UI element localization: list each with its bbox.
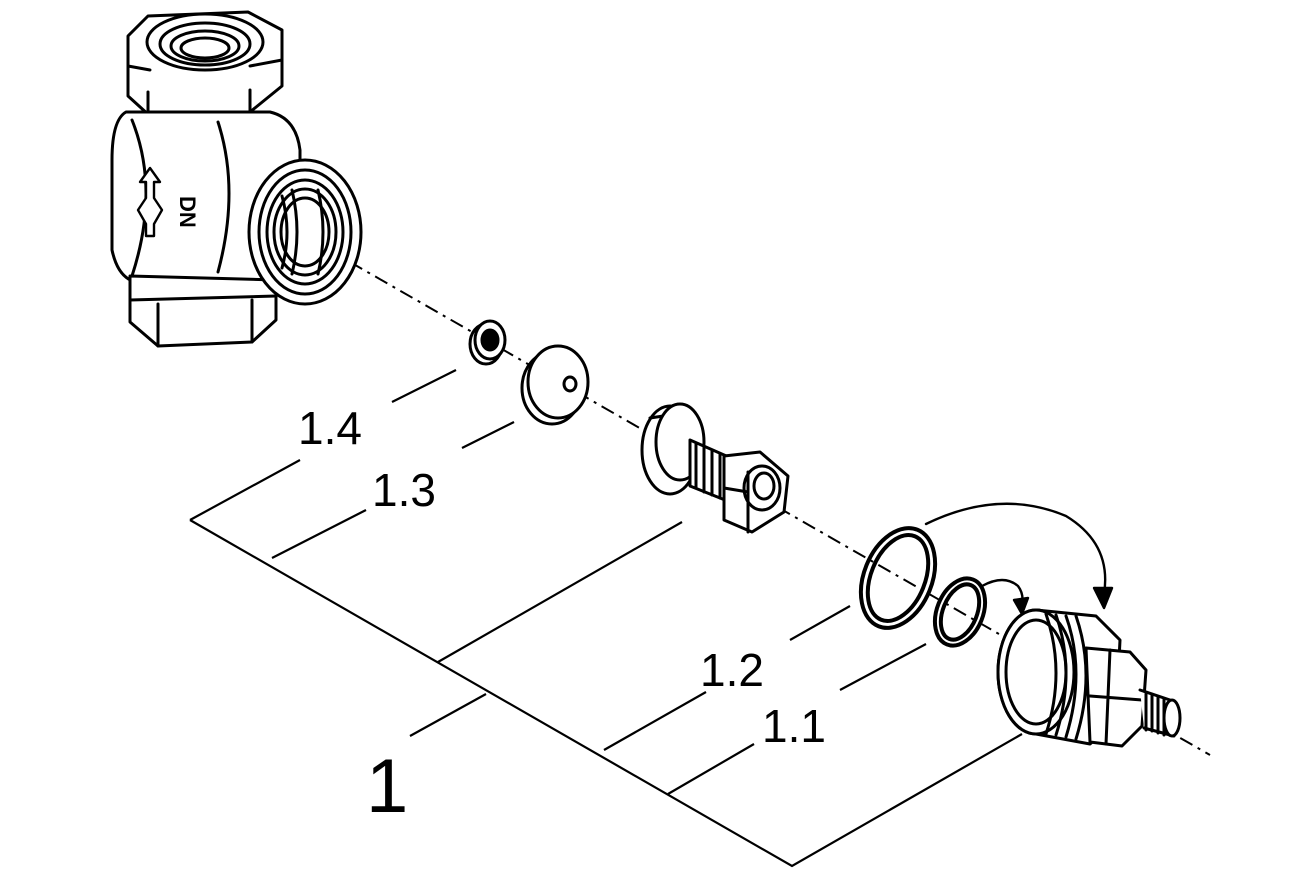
part-1-4-small-washer (468, 319, 507, 366)
rotation-arrows (924, 502, 1114, 616)
label-1-1: 1.1 (762, 700, 826, 752)
label-1-3: 1.3 (372, 464, 436, 516)
label-1: 1 (366, 744, 408, 829)
leader-lines (189, 369, 1023, 868)
label-1-2: 1.2 (700, 644, 764, 696)
part-1-1-small-o-ring (932, 576, 988, 648)
part-1-2-large-o-ring (858, 526, 938, 630)
dn-marking: DN (175, 196, 200, 228)
part-1-3-disc-washer (520, 344, 590, 426)
label-1-4: 1.4 (298, 402, 362, 454)
valve-insert (640, 402, 790, 534)
headpart-cartridge (996, 608, 1182, 748)
valve-body (110, 10, 363, 348)
